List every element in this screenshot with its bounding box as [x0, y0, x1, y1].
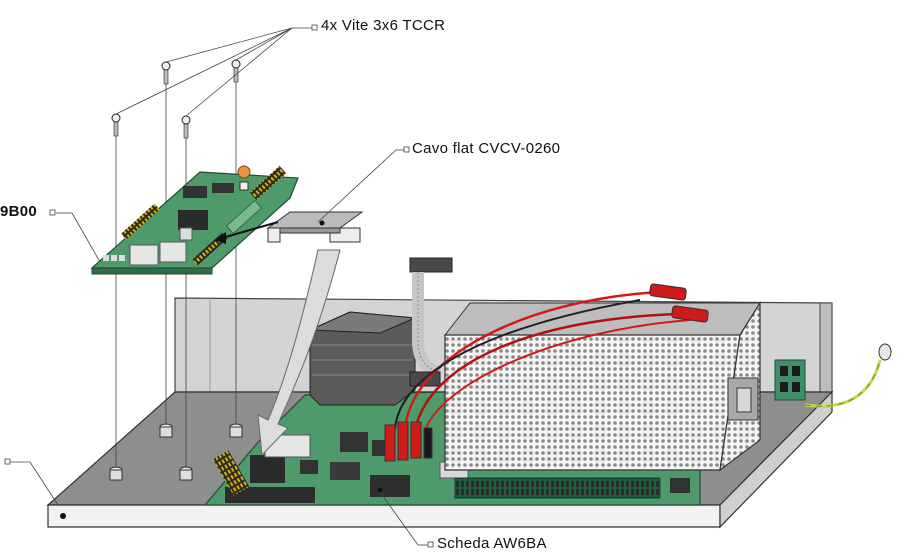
screw-icon — [181, 115, 191, 139]
standoffs — [109, 423, 243, 481]
standoff-icon — [109, 466, 123, 481]
standoff-icon — [229, 423, 243, 438]
upper-board — [90, 165, 299, 275]
screw-icon — [111, 113, 121, 137]
screw-icon — [231, 59, 241, 83]
terminal-block — [774, 359, 806, 401]
tray-hole-icon — [60, 513, 66, 519]
screws — [111, 59, 241, 139]
callout-leaders — [4, 24, 434, 548]
heat-spreader-stack — [309, 311, 416, 406]
screws-callout-label: 4x Vite 3x6 TCCR — [321, 17, 446, 34]
power-supply-unit — [443, 300, 761, 472]
assembly-guide-lines — [115, 76, 237, 468]
flat-cable-callout-label: Cavo flat CVCV-0260 — [412, 140, 561, 157]
standoff-icon — [159, 423, 173, 438]
upper-board-callout-label: 9B00 — [0, 203, 38, 220]
power-wires — [384, 283, 709, 462]
screw-icon — [161, 61, 171, 85]
ground-wire — [804, 343, 892, 408]
flat-cable-connector — [266, 211, 364, 243]
standoff-icon — [179, 466, 193, 481]
cable-direction-arrow-icon — [214, 221, 279, 244]
insertion-arrow-icon — [257, 249, 341, 457]
main-board-callout-label: Scheda AW6BA — [437, 535, 547, 552]
